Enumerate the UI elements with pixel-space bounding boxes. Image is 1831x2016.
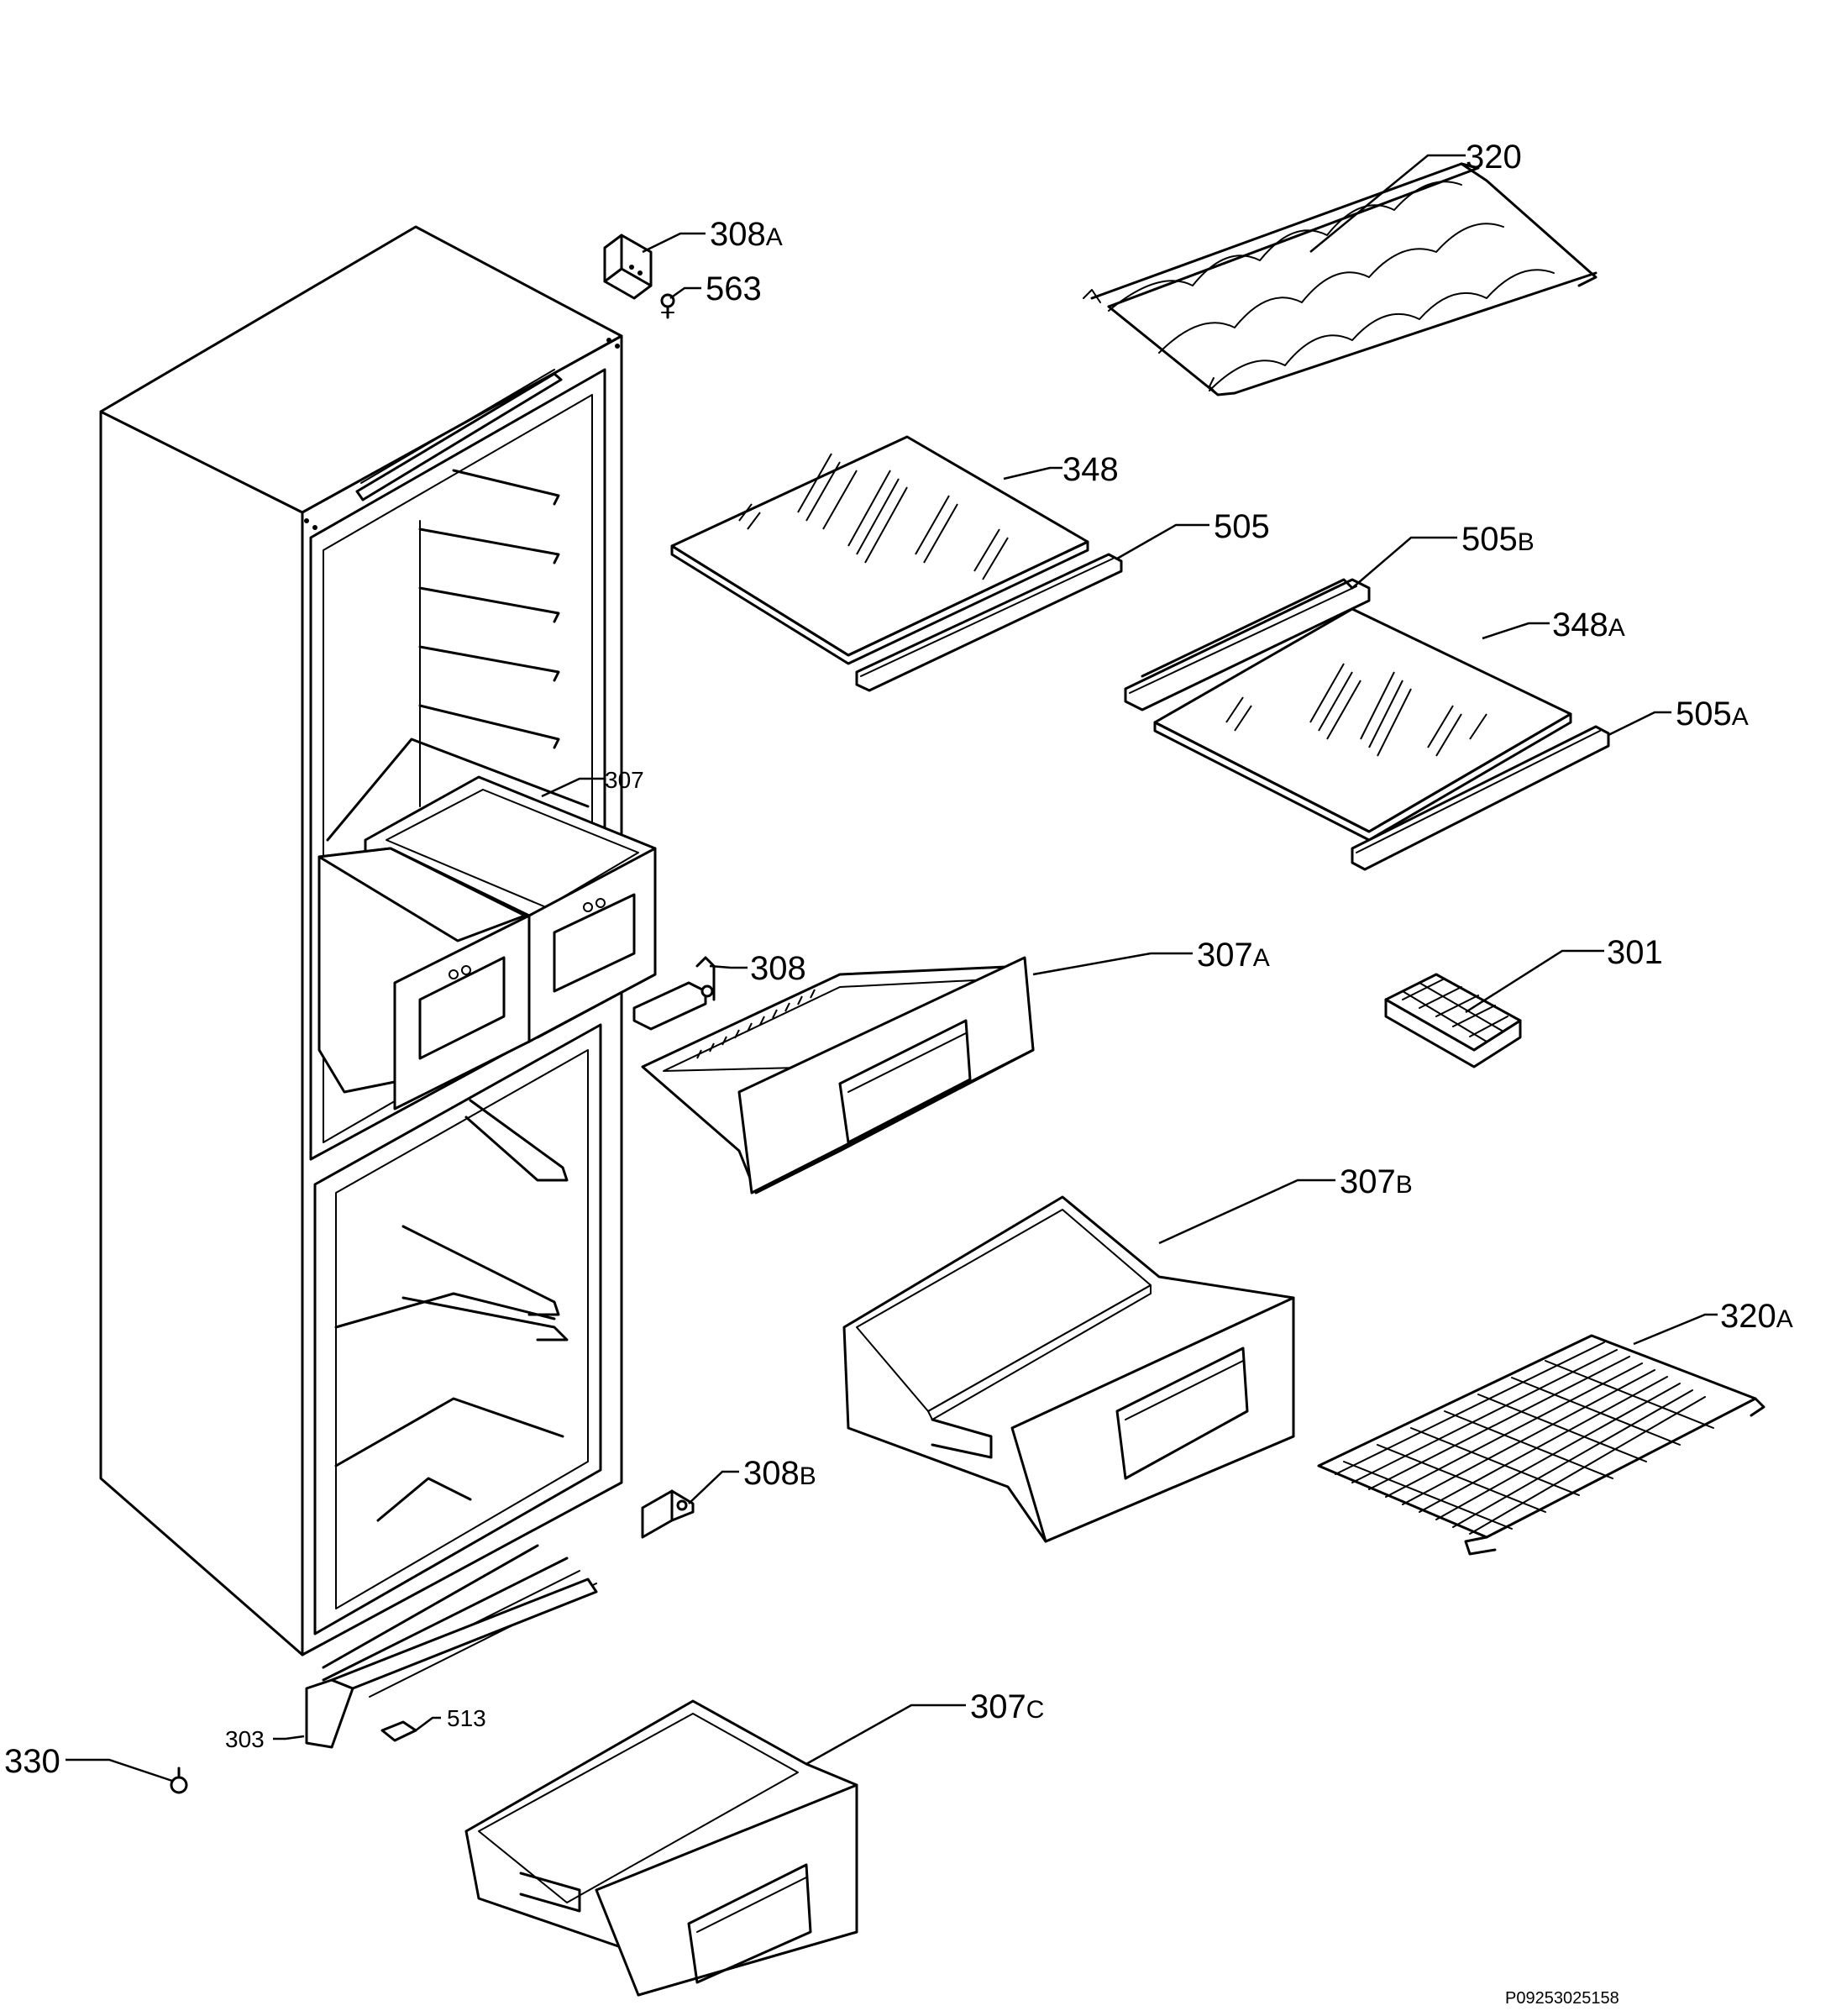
drawing-code: P09253025158	[1505, 1989, 1619, 2008]
shelf-trim-505	[855, 553, 1123, 692]
crisper-basket-pair	[317, 775, 657, 1110]
ice-tray-301	[1384, 973, 1522, 1068]
label-307c: 307C	[970, 1688, 1044, 1725]
label-505: 505	[1214, 508, 1270, 545]
label-330: 330	[4, 1743, 60, 1780]
leader-lines	[66, 154, 1718, 1782]
label-307b: 307B	[1340, 1163, 1413, 1200]
glass-shelf-348a	[1153, 607, 1572, 842]
label-307a: 307A	[1197, 937, 1270, 974]
label-308b: 308B	[743, 1455, 816, 1492]
glass-shelf-348	[670, 435, 1089, 665]
drawer-307a	[641, 956, 1035, 1194]
hinge-308	[632, 956, 716, 1031]
shelf-trim-505b	[1124, 578, 1371, 711]
label-348: 348	[1062, 451, 1119, 488]
label-308: 308	[750, 950, 806, 987]
clip-513	[380, 1720, 417, 1742]
label-301: 301	[1607, 934, 1663, 971]
hinge-308a	[603, 234, 653, 300]
drawer-307c	[464, 1699, 858, 1997]
label-513: 513	[447, 1705, 486, 1731]
label-320a: 320A	[1720, 1298, 1793, 1335]
kickplate-303	[305, 1578, 598, 1749]
wine-rack-320	[1083, 162, 1598, 396]
label-348a: 348A	[1552, 606, 1625, 643]
label-505a: 505A	[1676, 696, 1749, 732]
label-505b: 505B	[1461, 521, 1535, 558]
label-308a: 308A	[710, 216, 783, 253]
drawer-307b	[842, 1195, 1295, 1543]
label-303: 303	[225, 1726, 265, 1752]
label-307: 307	[605, 767, 644, 793]
wire-shelf-320a	[1317, 1334, 1765, 1556]
part-labels: 320 308A 563 348 505 505B 348A 505A 307 …	[4, 139, 1793, 1780]
foot-330	[170, 1767, 188, 1794]
label-320: 320	[1466, 139, 1522, 176]
label-563: 563	[706, 270, 762, 307]
shelf-trim-505a	[1351, 725, 1610, 871]
hinge-308b	[641, 1489, 695, 1539]
